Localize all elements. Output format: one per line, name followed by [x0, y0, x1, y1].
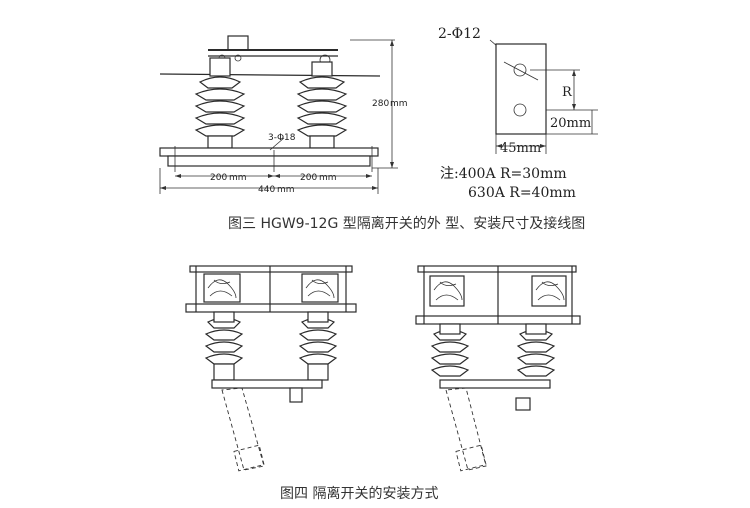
- right-spacing-unit: mm: [319, 173, 337, 183]
- dim-45-label: 45mm: [500, 141, 541, 156]
- terminal-hole-bottom: [513, 103, 527, 117]
- mounting-drawing-left: [185, 265, 357, 472]
- r-dim-label: R: [562, 85, 573, 100]
- overall-width-value: 440: [258, 185, 275, 195]
- operating-mechanism-left: [203, 273, 241, 303]
- hole-spec-label: 3-Φ18: [268, 133, 296, 143]
- mounting-drawing-right: [415, 265, 581, 472]
- caption-figure-3: 图三 HGW9-12G 型隔离开关的外 型、安装尺寸及接线图: [228, 215, 585, 232]
- note-line-2: 630A R=40mm: [468, 185, 576, 201]
- insulator-right: [296, 61, 348, 149]
- base-frame: [167, 155, 371, 167]
- operating-mechanism-right: [301, 273, 339, 303]
- note-line-1: 注:400A R=30mm: [440, 166, 567, 182]
- arc-rod: [159, 73, 381, 77]
- base-bar-right: [439, 379, 551, 389]
- insulator-left: [194, 57, 246, 149]
- top-bolt: [234, 54, 242, 62]
- left-spacing-unit: mm: [229, 173, 247, 183]
- operating-mechanism-left-2: [429, 275, 465, 307]
- insulator-fig4-left-a: [204, 311, 244, 381]
- overall-width-unit: mm: [277, 185, 295, 195]
- base-frame-top: [159, 147, 379, 157]
- insulator-fig4-right-b: [516, 323, 556, 377]
- switch-outline-drawing: 3-Φ18 280 mm 200 mm 200 mm 440 mm: [159, 35, 408, 195]
- blade-open-position-left: [221, 387, 265, 471]
- top-clamp-left: [227, 35, 249, 51]
- dim-20-label: 20mm: [550, 116, 591, 131]
- operating-mechanism-right-2: [531, 275, 567, 307]
- height-dim-value: 280: [372, 99, 389, 109]
- left-spacing-value: 200: [210, 173, 227, 183]
- right-spacing-value: 200: [300, 173, 317, 183]
- terminal-hole-top: [513, 63, 527, 77]
- caption-figure-4: 图四 隔离开关的安装方式: [280, 485, 438, 502]
- insulator-fig4-left-b: [298, 311, 338, 381]
- terminal-plate: [495, 43, 547, 135]
- terminal-hole-label: 2-Φ12: [438, 26, 481, 42]
- blade-open-position-right: [445, 387, 487, 471]
- base-bar-left: [211, 379, 323, 389]
- terminal-plate-drawing: 2-Φ12 R 20mm 45mm 注:400A R=30mm 630A R=4…: [438, 26, 598, 201]
- insulator-fig4-right-a: [430, 323, 470, 377]
- height-dim-unit: mm: [390, 99, 408, 109]
